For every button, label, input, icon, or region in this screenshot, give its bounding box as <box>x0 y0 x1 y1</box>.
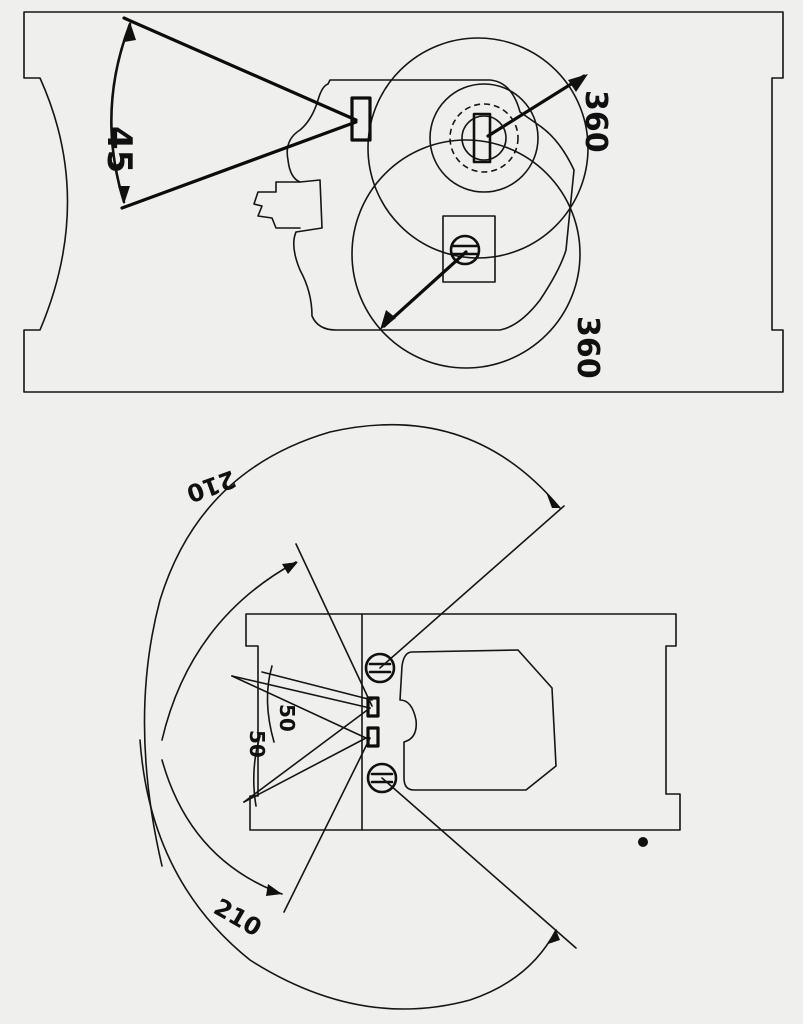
lock-outer-ring <box>429 83 539 193</box>
outer-arc-lower <box>139 739 557 1010</box>
lower-radius-label: 360 <box>570 316 605 379</box>
inner-arc-arrow-upper <box>282 562 298 574</box>
bottom-view: 50 50 210 210 <box>139 423 681 1010</box>
ink-dot <box>638 837 648 847</box>
inner-arc-arrow-lower <box>266 884 282 896</box>
screw-plate <box>442 215 496 283</box>
lower-radius-circle <box>351 139 581 369</box>
top-plate-outline <box>23 11 784 393</box>
wedge-line-5 <box>261 671 373 701</box>
upper-radius-circle <box>367 37 589 259</box>
upper-radius-line <box>486 74 586 138</box>
angle-line-upper <box>122 16 358 122</box>
wedge-line-4 <box>243 737 367 803</box>
lock-inner-ring <box>461 115 507 161</box>
top-view: 45 360 360 <box>23 11 784 393</box>
angle-arc-upper <box>266 665 275 743</box>
upper-radius-arrow <box>568 74 588 92</box>
upper-angle-label-50: 50 <box>275 704 299 732</box>
inner-arc-upper <box>161 561 297 741</box>
lower-radius-label-210: 210 <box>209 893 266 942</box>
lock-dashed-ring <box>449 103 519 173</box>
angle-arc-lower <box>252 735 261 807</box>
ray-lower-a <box>283 737 371 913</box>
arc-arrow-bottom <box>118 186 130 204</box>
latch-block-lower <box>366 726 380 748</box>
lower-radius-line <box>382 250 468 328</box>
ray-upper-a <box>295 543 373 707</box>
bottom-plate-outline <box>245 613 681 831</box>
bottom-window <box>399 649 557 791</box>
bottom-screw-upper <box>364 652 396 684</box>
outer-arc-upper <box>143 423 561 867</box>
outer-arc-arrow-top <box>546 492 560 508</box>
angle-arc-45 <box>110 22 132 204</box>
outer-arc-arrow-bottom <box>548 930 560 944</box>
angle-label-45: 45 <box>99 126 139 173</box>
arc-arrow-top <box>124 22 136 42</box>
screw-head <box>449 234 481 266</box>
lower-radius-arrow <box>380 310 396 330</box>
wedge-line-1 <box>231 675 371 709</box>
upper-radius-label: 360 <box>578 90 613 153</box>
top-body-outline <box>286 79 575 331</box>
inner-arc-lower <box>161 759 283 895</box>
angle-line-lower <box>120 120 358 210</box>
top-tab <box>253 181 301 229</box>
upper-radius-label-210: 210 <box>183 464 240 507</box>
radius-line-lower <box>381 777 577 949</box>
lock-keyhole <box>472 112 492 164</box>
wedge-line-3 <box>243 707 371 803</box>
radius-line-upper <box>379 505 565 669</box>
bottom-screw-lower <box>366 762 398 794</box>
lower-angle-label-50: 50 <box>245 730 269 758</box>
